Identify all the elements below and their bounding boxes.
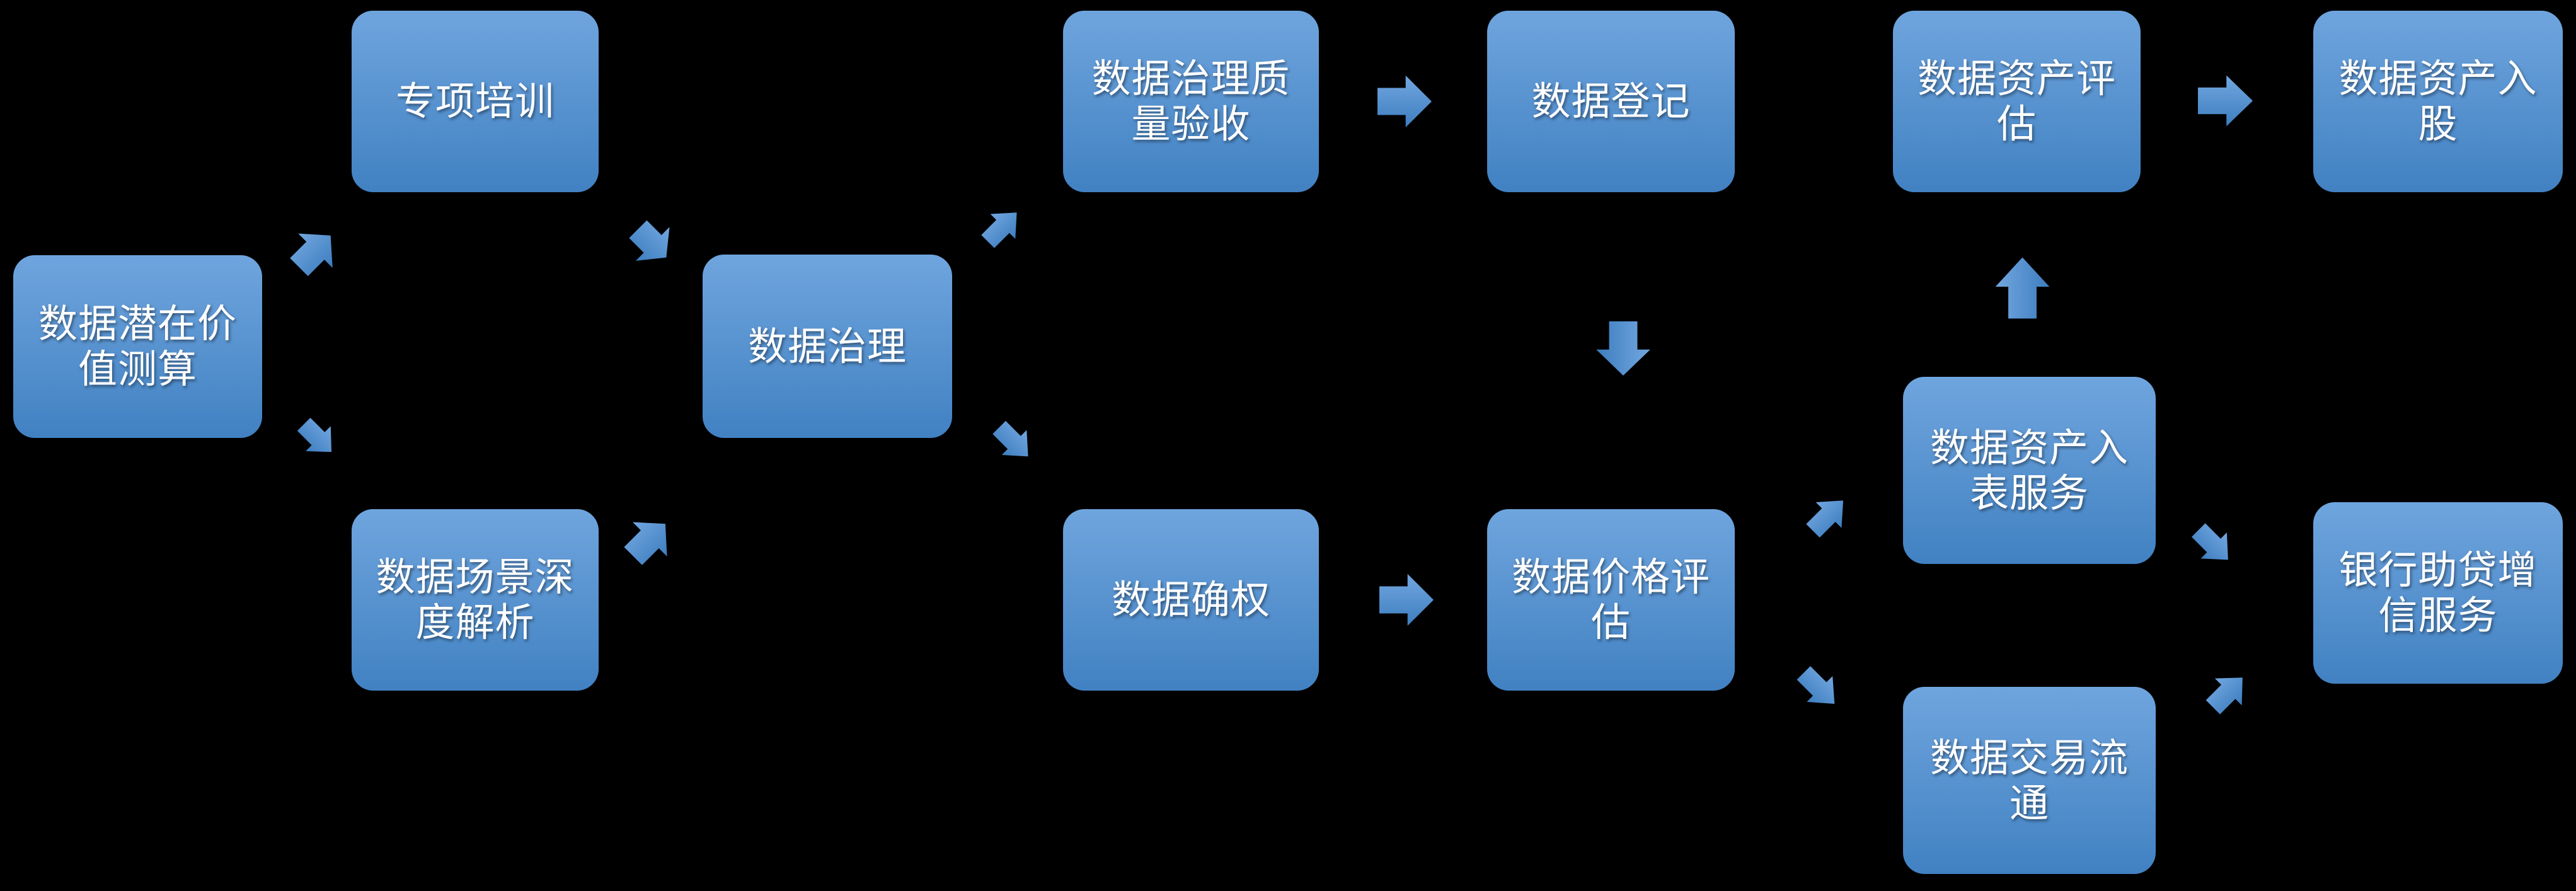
flow-node-label: 数据资产入 股 xyxy=(2338,55,2538,147)
block-arrow-training-to-governance-icon xyxy=(629,220,670,261)
block-arrow-price-to-trading-icon xyxy=(1797,666,1835,704)
flow-node-label: 专项培训 xyxy=(395,78,555,125)
flow-node-data-price-evaluation: 数据价格评 估 xyxy=(1487,509,1735,691)
flow-node-asset-bookkeeping-service: 数据资产入 表服务 xyxy=(1903,377,2156,564)
flow-node-data-potential-value: 数据潜在价 值测算 xyxy=(13,255,262,438)
flow-node-scene-deep-analysis: 数据场景深 度解析 xyxy=(352,509,599,691)
flow-node-label: 数据资产入 表服务 xyxy=(1929,424,2129,516)
block-arrow-governance-to-quality-icon xyxy=(981,212,1018,248)
flow-node-data-trading-circulation: 数据交易流 通 xyxy=(1903,687,2156,874)
flow-node-data-asset-evaluation: 数据资产评 估 xyxy=(1893,11,2141,192)
flow-node-label: 数据场景深 度解析 xyxy=(376,554,575,645)
flow-node-label: 数据潜在价 值测算 xyxy=(38,301,237,392)
flow-node-data-registration: 数据登记 xyxy=(1487,11,1735,192)
flow-node-data-governance: 数据治理 xyxy=(703,255,952,438)
block-arrow-governance-to-confirmation-icon xyxy=(992,420,1029,457)
flow-node-label: 数据治理质 量验收 xyxy=(1091,55,1291,147)
block-arrow-evaluation-to-shareholding-icon xyxy=(2198,75,2253,127)
flow-node-label: 数据确权 xyxy=(1111,577,1270,623)
flow-node-label: 银行助贷增 信服务 xyxy=(2338,547,2538,638)
flow-node-label: 数据资产评 估 xyxy=(1917,55,2116,147)
block-arrow-registration-to-price-icon xyxy=(1596,321,1650,376)
block-arrow-price-to-bookkeeping-icon xyxy=(1806,500,1844,538)
flow-node-label: 数据交易流 通 xyxy=(1929,734,2129,826)
block-arrow-bookkeeping-to-bank-icon xyxy=(2191,523,2228,560)
block-arrow-bookkeeping-to-evaluation-icon xyxy=(1995,257,2049,318)
block-arrow-potential-to-scene-icon xyxy=(297,417,331,452)
flow-node-data-rights-confirmation: 数据确权 xyxy=(1063,509,1319,691)
flow-node-label: 数据治理 xyxy=(747,323,907,369)
flow-node-special-training: 专项培训 xyxy=(352,11,599,192)
block-arrow-scene-to-governance-icon xyxy=(624,522,667,565)
flow-node-data-asset-shareholding: 数据资产入 股 xyxy=(2313,11,2563,192)
flow-node-label: 数据价格评 估 xyxy=(1511,554,1710,645)
block-arrow-confirmation-to-price-icon xyxy=(1379,573,1434,626)
block-arrow-potential-to-training-icon xyxy=(290,233,333,277)
block-arrow-quality-to-registration-icon xyxy=(1377,75,1432,128)
flow-node-bank-loan-credit-service: 银行助贷增 信服务 xyxy=(2313,502,2563,684)
flow-node-label: 数据登记 xyxy=(1531,78,1691,125)
flow-node-governance-quality-acceptance: 数据治理质 量验收 xyxy=(1063,11,1319,192)
block-arrow-trading-to-bank-icon xyxy=(2205,677,2243,715)
